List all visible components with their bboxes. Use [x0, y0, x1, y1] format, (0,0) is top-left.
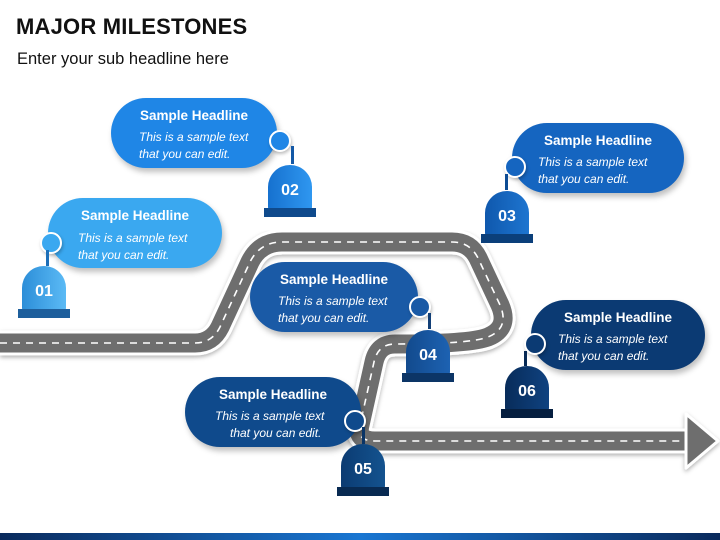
milestone-02-text-line2: that you can edit. [139, 147, 231, 161]
milestone-06-headline: Sample Headline [563, 310, 673, 325]
milestone-02-bubble: Sample Headline This is a sample text th… [111, 98, 277, 168]
milestone-06-number: 06 [518, 383, 536, 400]
milestone-06-knob [524, 333, 546, 355]
milestone-06-text-line1: This is a sample text [558, 332, 668, 346]
milestone-02-knob [269, 130, 291, 152]
milestone-04-number: 04 [419, 347, 437, 364]
milestone-04-text-line1: This is a sample text [278, 294, 388, 308]
milestone-02-headline: Sample Headline [139, 108, 249, 123]
milestone-01-stone: 01 [18, 266, 70, 318]
milestone-02-text-line1: This is a sample text [139, 130, 249, 144]
milestone-03-text-line1: This is a sample text [538, 155, 648, 169]
milestone-01-bubble: Sample Headline This is a sample text th… [48, 198, 222, 268]
milestone-03-pin [505, 174, 508, 190]
milestone-05-pin [362, 427, 365, 444]
milestone-05-number: 05 [354, 461, 372, 478]
milestone-04-text-line2: that you can edit. [278, 311, 370, 325]
milestone-03-stone: 03 [481, 191, 533, 243]
milestone-04-stone: 04 [402, 330, 454, 382]
milestone-04-bubble: Sample Headline This is a sample text th… [250, 262, 418, 332]
milestone-05-text-line2: that you can edit. [230, 426, 322, 440]
road-path [0, 229, 720, 470]
milestone-06-stone: 06 [501, 366, 553, 418]
milestone-03-headline: Sample Headline [543, 133, 653, 148]
milestone-01-text-line2: that you can edit. [78, 248, 170, 262]
milestone-03-number: 03 [498, 208, 516, 225]
milestone-02-stone: 02 [264, 165, 316, 217]
milestone-04-knob [409, 296, 431, 318]
milestone-05-text-line1: This is a sample text [215, 409, 325, 423]
milestone-03-knob [504, 156, 526, 178]
milestone-03-bubble: Sample Headline This is a sample text th… [512, 123, 684, 193]
milestone-01-pin [46, 250, 49, 266]
milestone-03-text-line2: that you can edit. [538, 172, 630, 186]
milestone-01-knob [40, 232, 62, 254]
milestone-01-headline: Sample Headline [80, 208, 190, 223]
milestone-06-pin [524, 351, 527, 366]
page-subtitle: Enter your sub headline here [17, 50, 229, 68]
road-arrow-head [684, 412, 720, 470]
milestone-05-bubble: Sample Headline This is a sample text th… [185, 377, 361, 447]
milestone-04-headline: Sample Headline [279, 272, 389, 287]
milestone-06-text-line2: that you can edit. [558, 349, 650, 363]
bottom-accent-bar [0, 533, 720, 540]
milestone-05-knob [344, 410, 366, 432]
milestone-06-bubble: Sample Headline This is a sample text th… [531, 300, 705, 370]
milestone-02-pin [291, 146, 294, 164]
milestone-02-number: 02 [281, 182, 299, 199]
milestone-05-headline: Sample Headline [218, 387, 328, 402]
milestone-05-stone: 05 [337, 444, 389, 496]
page-title: MAJOR MILESTONES [16, 14, 248, 39]
milestone-01-text-line1: This is a sample text [78, 231, 188, 245]
milestone-04-pin [428, 313, 431, 329]
milestone-01-number: 01 [35, 283, 53, 300]
